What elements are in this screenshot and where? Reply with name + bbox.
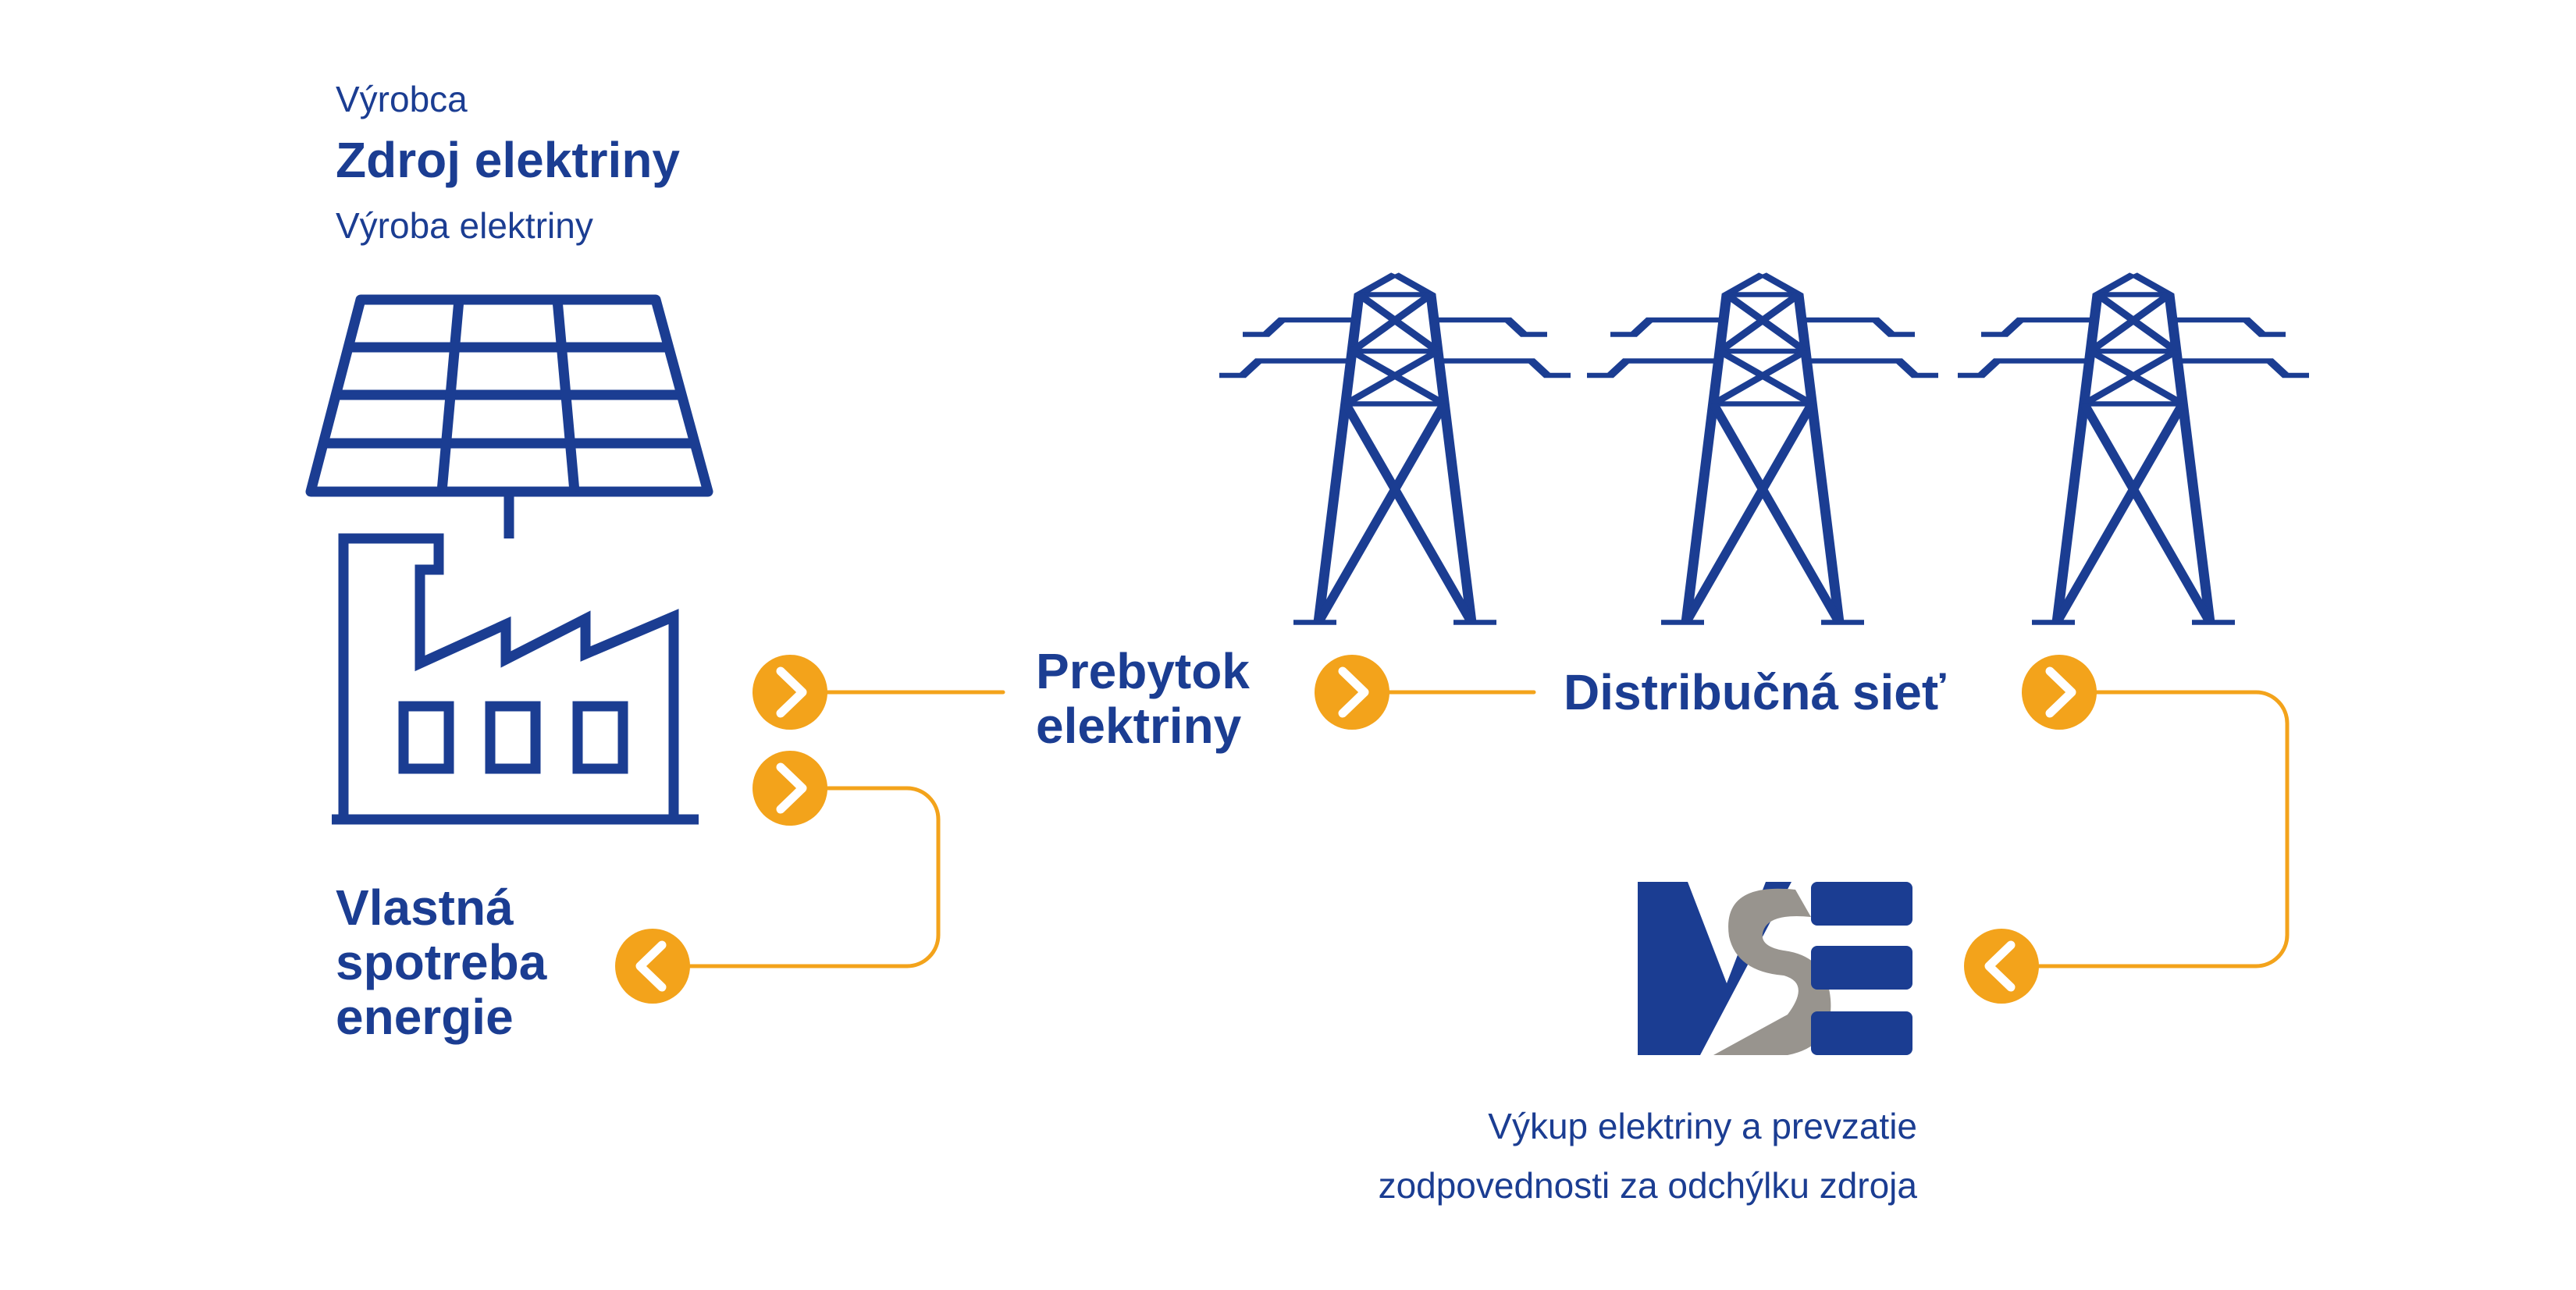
self-consumption-line3: energie xyxy=(336,989,514,1045)
surplus-line1: Prebytok xyxy=(1036,643,1250,699)
self-consumption-label: Vlastná spotreba energie xyxy=(336,880,546,1044)
chevron-left-icon xyxy=(615,929,690,1004)
vse-caption-line2: zodpovednosti za odchýlku zdroja xyxy=(1378,1165,1917,1206)
chevron-right-icon xyxy=(753,655,827,730)
self-consumption-line1: Vlastná xyxy=(336,880,514,936)
power-pylon-icon xyxy=(1958,275,2309,623)
self-consumption-line2: spotreba xyxy=(336,934,547,990)
vse-logo xyxy=(1638,882,1912,1055)
producer-category: Výrobca xyxy=(336,79,468,119)
power-pylons xyxy=(1219,275,2309,623)
power-pylon-icon xyxy=(1587,275,1938,623)
producer-subtitle: Výroba elektriny xyxy=(336,205,593,246)
vse-caption: Výkup elektriny a prevzatie zodpovednost… xyxy=(1379,1096,1917,1215)
chevron-left-icon xyxy=(1964,929,2039,1004)
chevron-right-icon xyxy=(1315,655,1389,730)
grid-label: Distribučná sieť xyxy=(1564,664,1946,720)
surplus-label: Prebytok elektriny xyxy=(1036,644,1250,753)
power-pylon-icon xyxy=(1219,275,1571,623)
line-grid-to-vse xyxy=(2033,690,2290,968)
surplus-line2: elektriny xyxy=(1036,698,1242,754)
chevron-right-icon xyxy=(2022,655,2097,730)
line-producer-to-self xyxy=(685,786,941,968)
producer-title: Zdroj elektriny xyxy=(336,132,680,188)
factory-icon xyxy=(332,533,699,825)
connector-lines xyxy=(685,690,2290,968)
solar-panel-icon xyxy=(305,294,713,538)
vse-caption-line1: Výkup elektriny a prevzatie xyxy=(1488,1106,1917,1146)
chevron-right-icon xyxy=(753,751,827,826)
